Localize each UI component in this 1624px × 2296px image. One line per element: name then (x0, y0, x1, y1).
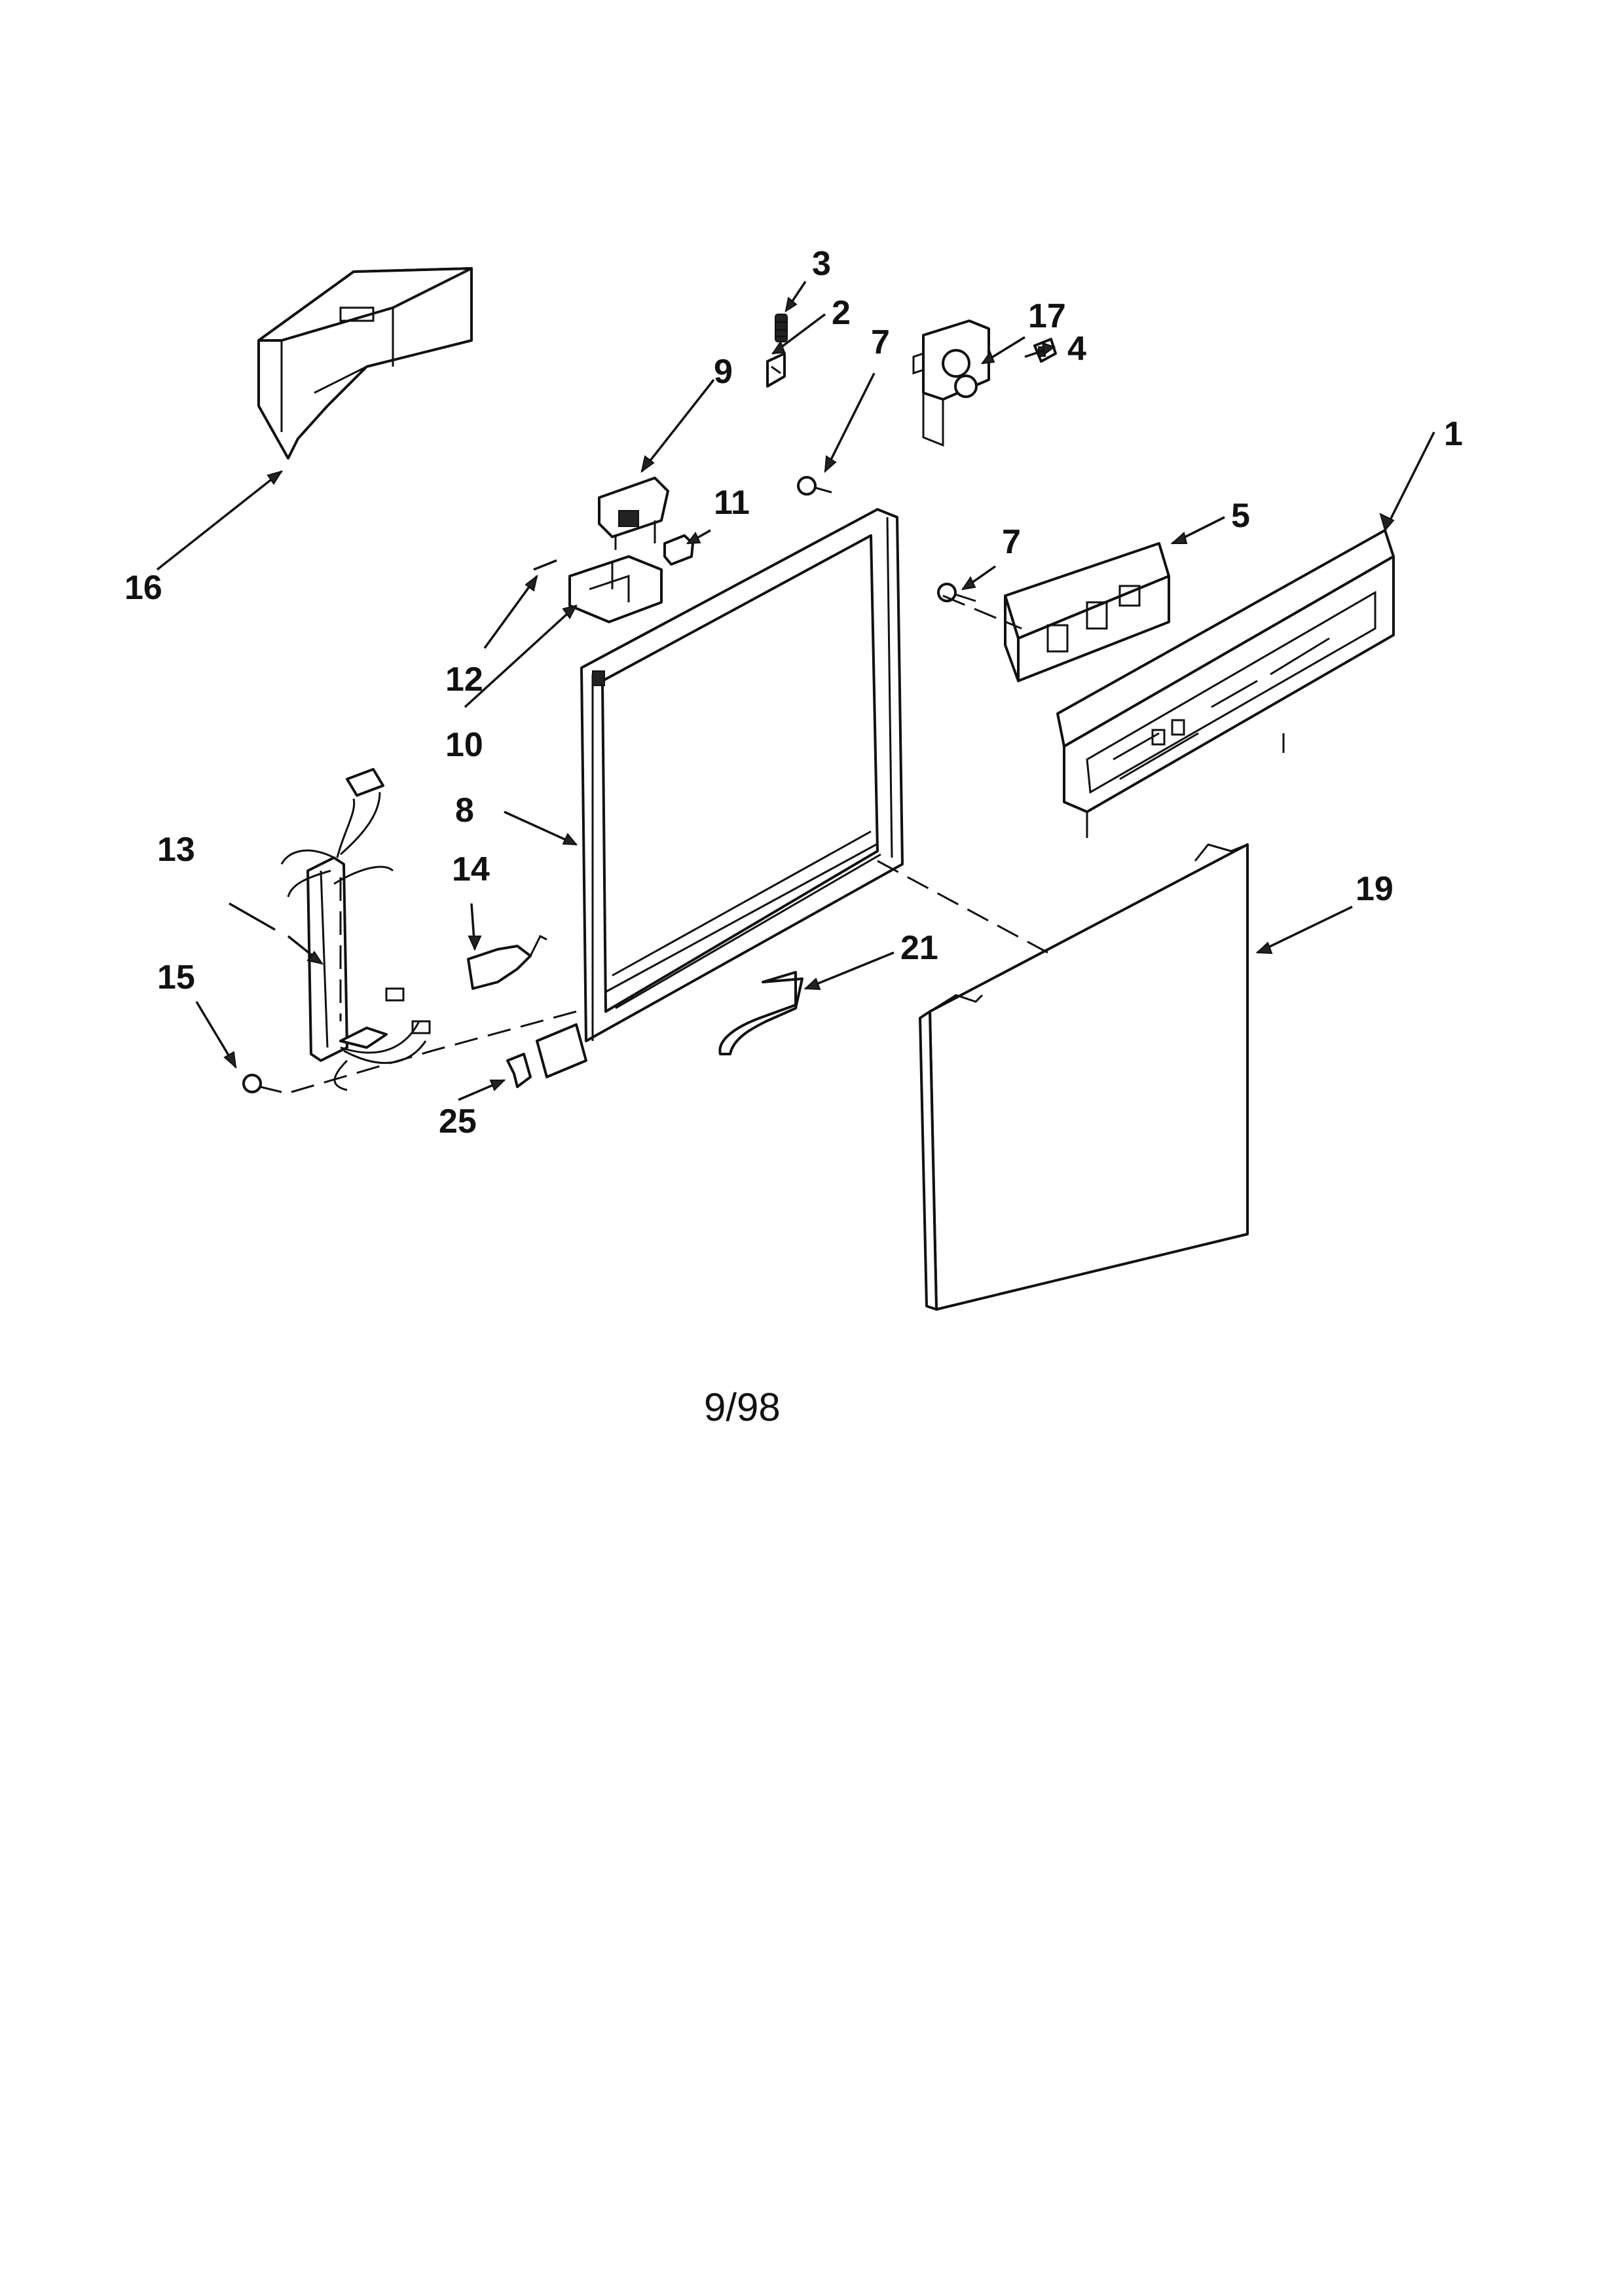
part-11-pin (663, 534, 694, 566)
callout-17: 17 (1028, 297, 1066, 335)
part-12-rod (533, 559, 557, 571)
callout-16: 16 (124, 569, 162, 607)
part-21-bracket (718, 971, 803, 1055)
callout-13: 13 (157, 831, 195, 869)
part-15-screw (242, 1074, 282, 1093)
callout-4: 4 (1067, 330, 1086, 368)
part-13-wiring-harness (280, 768, 431, 1091)
callout-7-upper: 7 (871, 323, 890, 361)
callout-14: 14 (452, 850, 490, 888)
part-5-control-module (1004, 542, 1170, 682)
callout-25: 25 (439, 1102, 477, 1140)
leader-lines (156, 281, 1435, 1101)
callout-3: 3 (812, 245, 831, 283)
callout-15: 15 (157, 958, 195, 996)
callout-12: 12 (445, 661, 483, 699)
callout-8: 8 (455, 792, 474, 829)
part-17-switch (912, 319, 990, 447)
part-9-latch-body (598, 477, 669, 550)
part-2-latch (766, 352, 786, 388)
part-7-screw-upper (797, 476, 832, 496)
callout-9: 9 (714, 353, 733, 391)
callout-1: 1 (1444, 415, 1463, 453)
callout-5: 5 (1231, 497, 1250, 535)
callout-21: 21 (900, 929, 938, 967)
callout-11: 11 (714, 484, 750, 522)
part-8-inner-door-frame (536, 508, 904, 1078)
part-16-cover (257, 267, 473, 460)
alignment-lines (291, 594, 1048, 1093)
callout-7-lower: 7 (1002, 523, 1021, 561)
callout-19: 19 (1356, 870, 1393, 908)
part-14-connector (467, 934, 547, 990)
part-19-outer-door-panel (919, 843, 1249, 1311)
part-25-clip (506, 1053, 532, 1088)
part-10-bracket (568, 555, 663, 623)
date-code: 9/98 (704, 1385, 781, 1429)
callout-10: 10 (445, 726, 483, 764)
part-1-console-panel (1056, 529, 1395, 838)
part-7-screw-lower (937, 583, 976, 602)
callout-2: 2 (832, 294, 851, 332)
part-3-spring (775, 314, 788, 342)
